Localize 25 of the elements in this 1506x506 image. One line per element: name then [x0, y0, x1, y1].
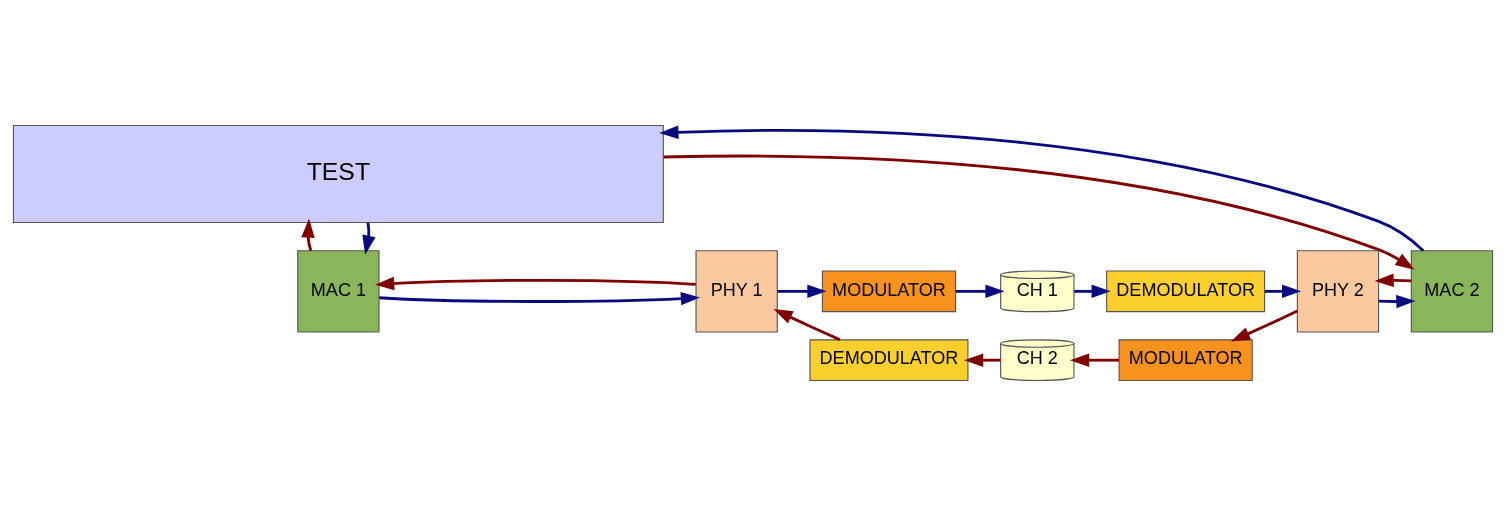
- arrow: [663, 154, 1415, 270]
- node-box: DEMODULATOR: [809, 339, 969, 382]
- arrow: [964, 353, 1001, 367]
- node-box: MODULATOR: [821, 270, 957, 313]
- arrow: [301, 218, 315, 251]
- node-box: MAC 1: [297, 250, 380, 333]
- node-box: DEMODULATOR: [1106, 270, 1266, 313]
- node-box: TEST: [12, 124, 664, 224]
- arrow: [955, 284, 1005, 299]
- arrow: [1069, 353, 1119, 367]
- arrow: [1230, 309, 1298, 342]
- node-box: PHY 1: [695, 250, 778, 333]
- node-box: MODULATOR: [1118, 339, 1253, 382]
- node-box: PHY 2: [1296, 250, 1380, 333]
- node-box: MAC 2: [1410, 250, 1494, 333]
- arrow: [773, 309, 841, 342]
- arrow: [375, 276, 696, 291]
- arrow: [777, 284, 827, 299]
- arrow: [379, 291, 700, 306]
- arrow: [1074, 284, 1111, 299]
- arrow: [659, 125, 1425, 252]
- arrow: [1374, 273, 1412, 288]
- arrow: [1264, 284, 1302, 299]
- arrow: [1378, 294, 1416, 309]
- arrow: [362, 222, 376, 255]
